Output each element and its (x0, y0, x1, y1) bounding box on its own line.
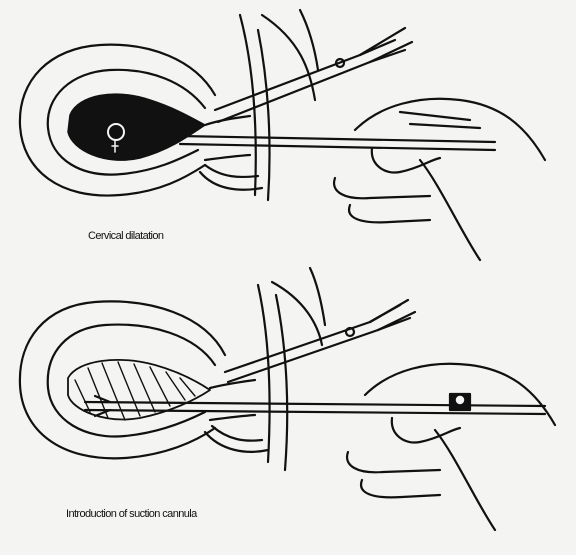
speculum-blade (258, 285, 270, 462)
hand (355, 99, 545, 160)
figure-cervical-dilatation (20, 10, 545, 260)
caption-cervical-dilatation: Cervical dilatation (88, 230, 163, 242)
tenaculum (225, 305, 400, 372)
dilator-rod (180, 136, 495, 142)
cervix-lower (205, 155, 250, 160)
speculum-blade (240, 15, 256, 195)
suction-cannula (85, 402, 545, 406)
caption-suction-cannula: Introduction of suction cannula (66, 508, 197, 520)
uterine-cavity (68, 94, 205, 160)
figure-suction-cannula (20, 268, 555, 530)
